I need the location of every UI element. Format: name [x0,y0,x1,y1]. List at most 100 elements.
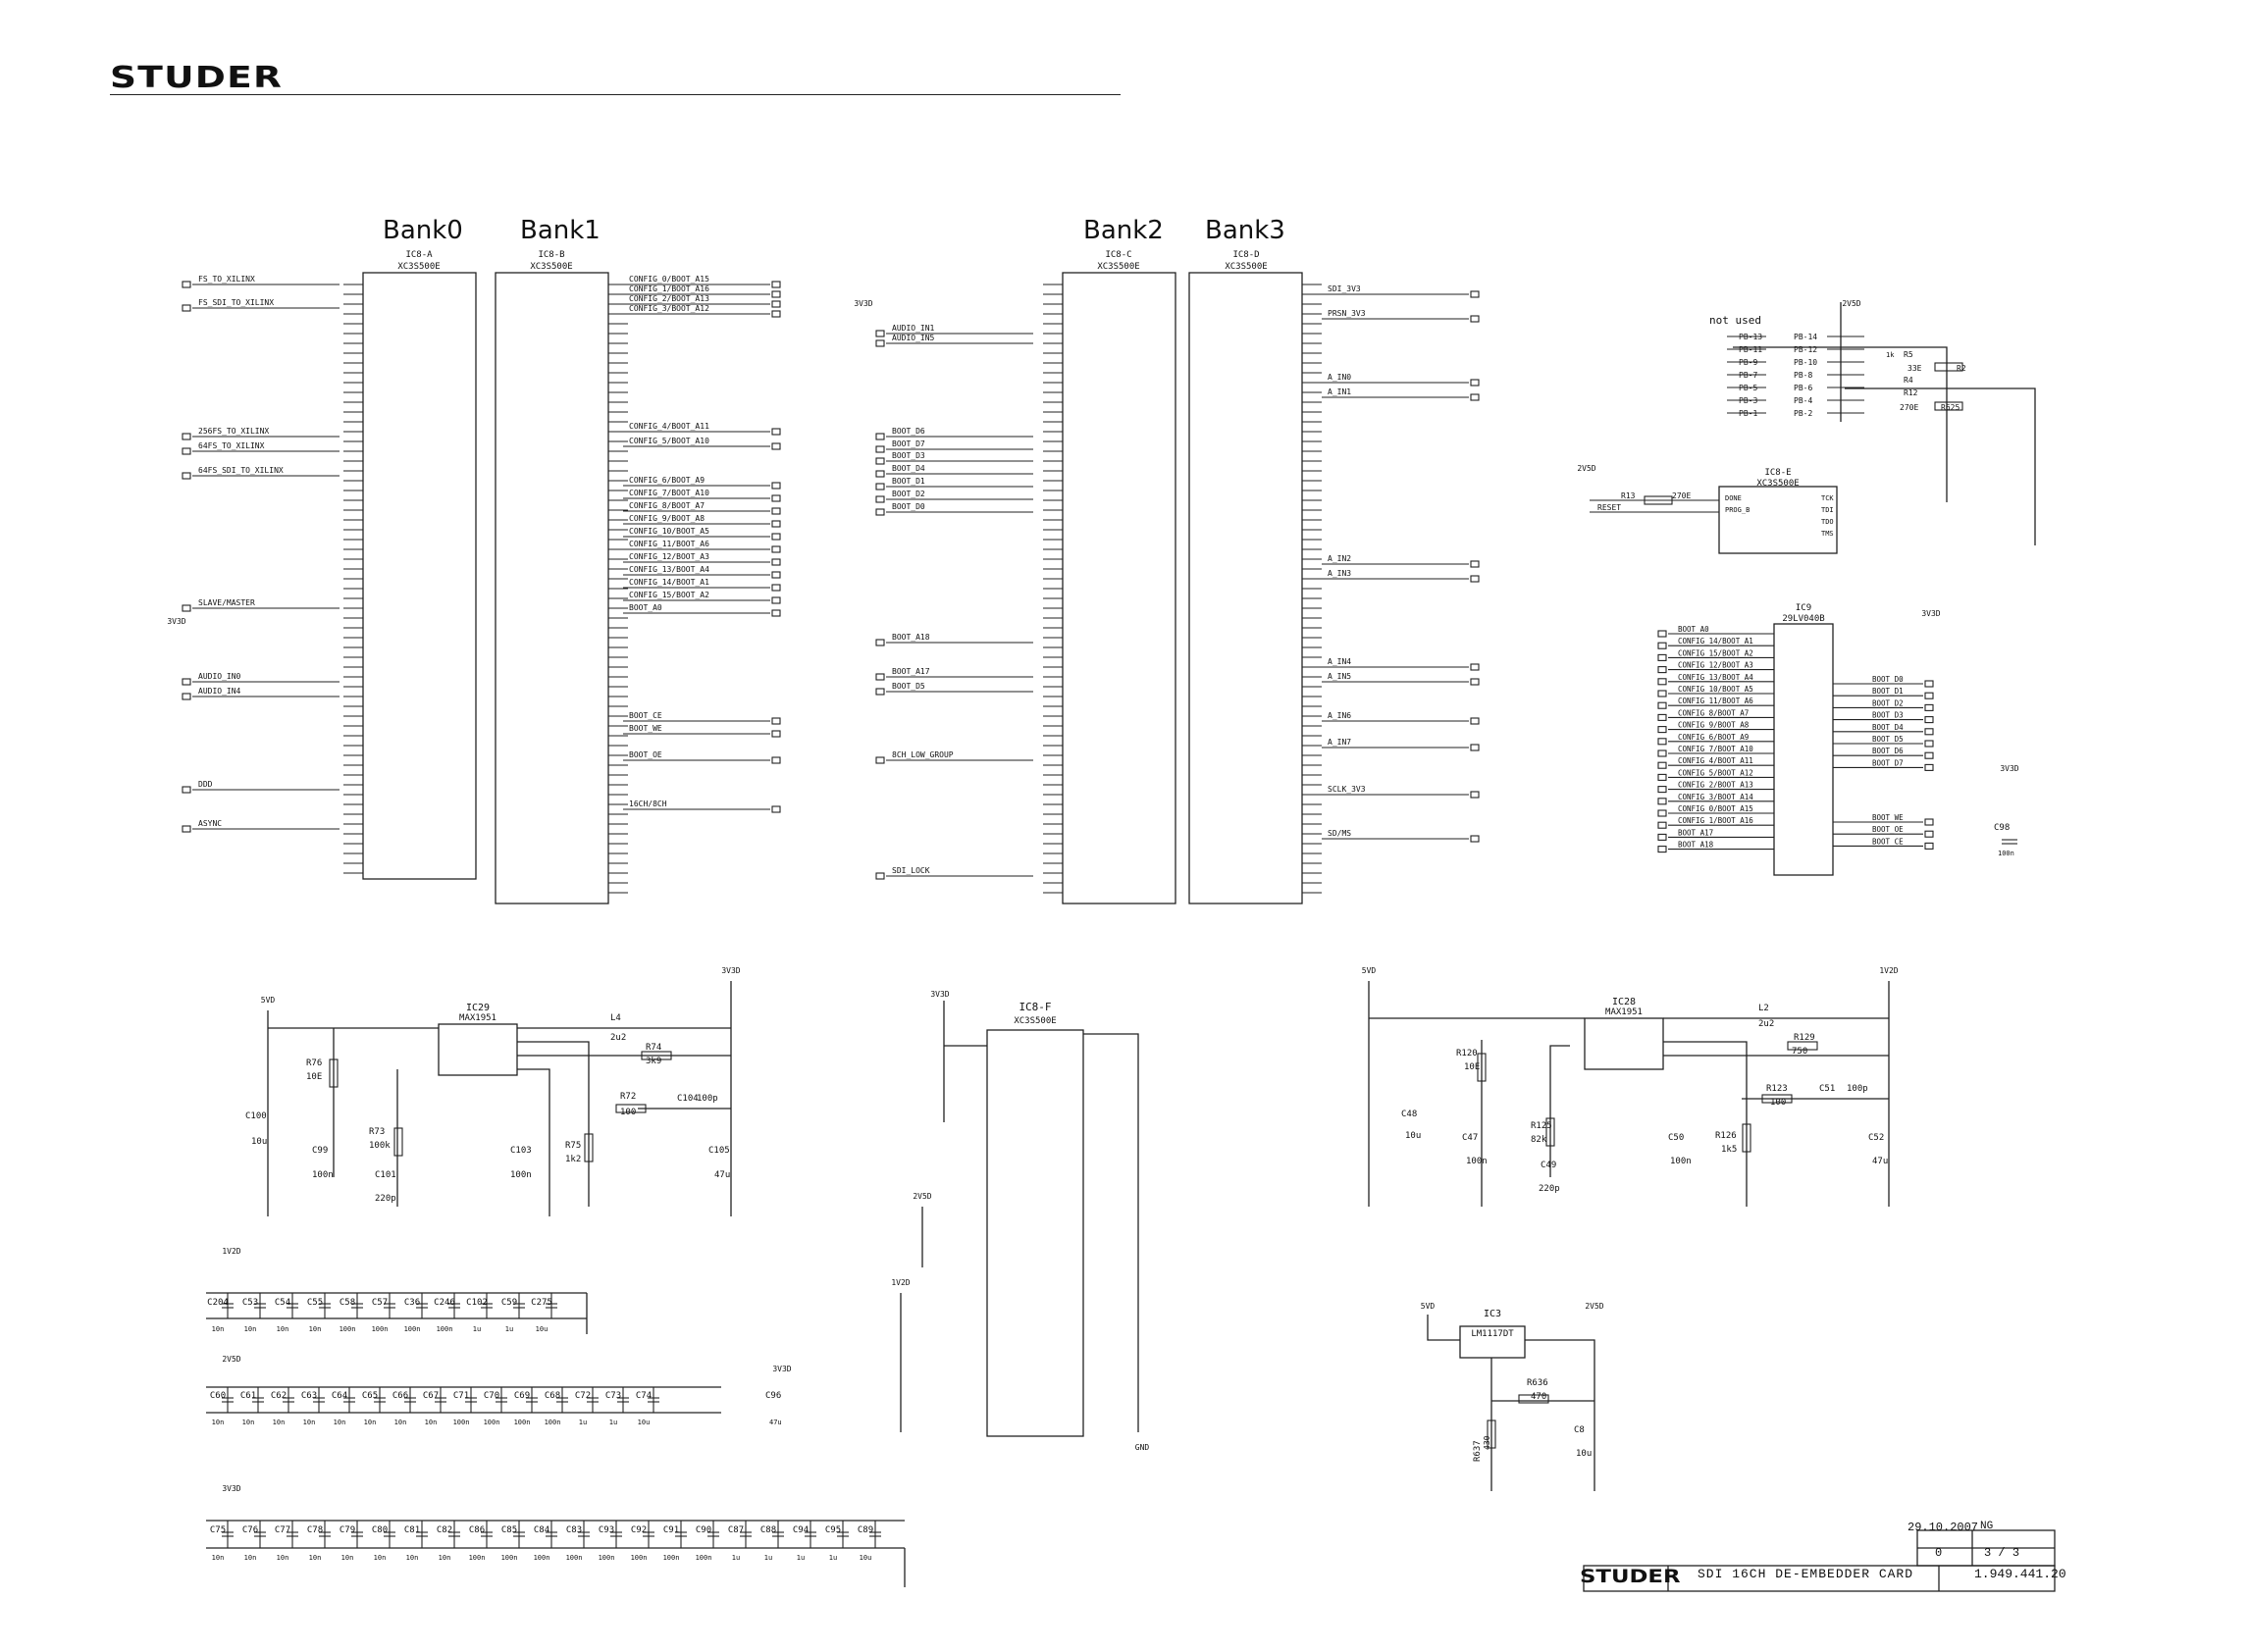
cap-row2-value: 10n [242,1419,255,1426]
connector-arrow [1924,703,1934,711]
cap-row2-ref: C71 [453,1391,469,1401]
ic9-pin-left: BOOT_A18 [1678,841,1714,850]
ic8d-body [1188,272,1303,904]
cap-row1-value: 10n [309,1325,322,1333]
ic3-ref: IC3 [1484,1309,1501,1319]
cap-row2-ref: C64 [332,1391,347,1401]
bank0-signal: SLAVE/MASTER [198,598,255,607]
cap-row3-value: 100n [663,1554,680,1562]
ic28-passive: C49 [1541,1161,1556,1170]
connector-arrow [875,457,885,465]
c96-value: 47u [769,1419,782,1426]
bank2-signal: BOOT_D7 [892,439,925,448]
connector-arrow [182,678,191,686]
ic28-passive: R125 [1531,1121,1552,1131]
cap-row3-ref: C78 [307,1525,323,1535]
rail-label: 5VD [1421,1302,1436,1311]
bank3-signal: PRSN_3V3 [1328,309,1366,318]
bank1-signal: CONFIG_2/BOOT_A13 [629,294,709,303]
resistor-body [1787,1041,1818,1051]
bank2-signal: AUDIO_IN1 [892,324,935,333]
bank1-signal: CONFIG_0/BOOT_A15 [629,275,709,284]
rail-label: 3V3D [222,1484,240,1493]
pb-pin-left: PB-5 [1739,384,1757,392]
bank3-signal: A_IN6 [1328,711,1351,720]
ic9-pin-left: CONFIG_3/BOOT_A14 [1678,793,1753,801]
cap-row3-value: 1u [797,1554,805,1562]
resistor-value: 270E [1900,403,1918,412]
connector-arrow [1470,379,1480,387]
cap-row3-ref: C95 [825,1525,841,1535]
rail-label: 2V5D [913,1192,931,1201]
cap-row3-value: 100n [599,1554,615,1562]
rail-label: 3V3D [167,617,185,626]
connector-arrow [1470,393,1480,401]
cap-row3-value: 10n [439,1554,451,1562]
bank0-signal: ASYNC [198,819,222,828]
bank1-signal: CONFIG_10/BOOT_A5 [629,527,709,536]
connector-arrow [182,304,191,312]
cap-row3-ref: C88 [760,1525,776,1535]
bank1-signal: CONFIG_6/BOOT_A9 [629,476,705,485]
ic9-pin-right: BOOT_CE [1872,837,1904,846]
resistor-ref: R12 [1904,388,1918,397]
connector-arrow [771,300,781,308]
bank1-signal: CONFIG_9/BOOT_A8 [629,514,705,523]
cap-row1-ref: C58 [340,1298,355,1308]
ic3-passive: 10u [1576,1449,1592,1459]
bank3-label: Bank3 [1205,216,1285,245]
connector-arrow [1924,818,1934,826]
bank1-signal: CONFIG_5/BOOT_A10 [629,437,709,445]
ic28-passive: C47 [1462,1133,1478,1143]
cap-row3-ref: C79 [340,1525,355,1535]
jtag-pin: TMS [1821,530,1834,538]
resistor-ref: R5 [1904,350,1913,359]
title-block-frame [1583,1565,2056,1592]
ic9-pin-left: BOOT_A0 [1678,625,1709,634]
ic29-ref: IC29 [466,1003,490,1013]
connector-arrow [875,508,885,516]
ic8c-part: XC3S500E [1097,262,1139,272]
connector-arrow [771,571,781,579]
jtag-pin: TDO [1821,518,1834,526]
bank1-signal: CONFIG_11/BOOT_A6 [629,540,709,548]
ic29-passive: L4 [610,1013,621,1023]
cap-row3-value: 1u [732,1554,740,1562]
title-block-page: 3 / 3 [1984,1546,2020,1560]
rail-label: GND [1135,1443,1150,1452]
bank3-signal: A_IN0 [1328,373,1351,382]
ic28-passive: C52 [1868,1133,1884,1143]
connector-arrow [771,494,781,502]
ic9-pin-left: CONFIG_8/BOOT_A7 [1678,708,1749,717]
connector-arrow [771,730,781,738]
cap-row1-ref: C36 [404,1298,420,1308]
reset-signal: RESET [1597,503,1621,512]
ic9-body [1773,623,1834,876]
resistor-body [641,1051,672,1060]
bank0-signal: AUDIO_IN4 [198,687,241,696]
cap-row2-ref: C73 [605,1391,621,1401]
cap-row3-ref: C87 [728,1525,744,1535]
jtag-pin: TCK [1821,494,1834,502]
ic29-passive: 47u [714,1170,730,1180]
jtag-pin: TDI [1821,506,1834,514]
bank1-signal: CONFIG_1/BOOT_A16 [629,284,709,293]
connector-arrow [1657,773,1667,781]
ic8e-part: XC3S500E [1756,479,1799,489]
cap-row3-ref: C83 [566,1525,582,1535]
connector-arrow [1657,701,1667,709]
rail-label: 3V3D [1921,609,1940,618]
cap-row1-ref: C59 [501,1298,517,1308]
cap-row3-ref: C76 [242,1525,258,1535]
bank2-signal: BOOT_A18 [892,633,930,642]
connector-arrow [1924,692,1934,699]
ic8c-ref: IC8-C [1105,250,1131,260]
connector-arrow [182,604,191,612]
cap-row2-ref: C60 [210,1391,226,1401]
connector-arrow [1470,663,1480,671]
cap-row3-ref: C80 [372,1525,388,1535]
connector-arrow [771,533,781,541]
bank1-signal: CONFIG_14/BOOT_A1 [629,578,709,587]
connector-arrow [771,584,781,592]
